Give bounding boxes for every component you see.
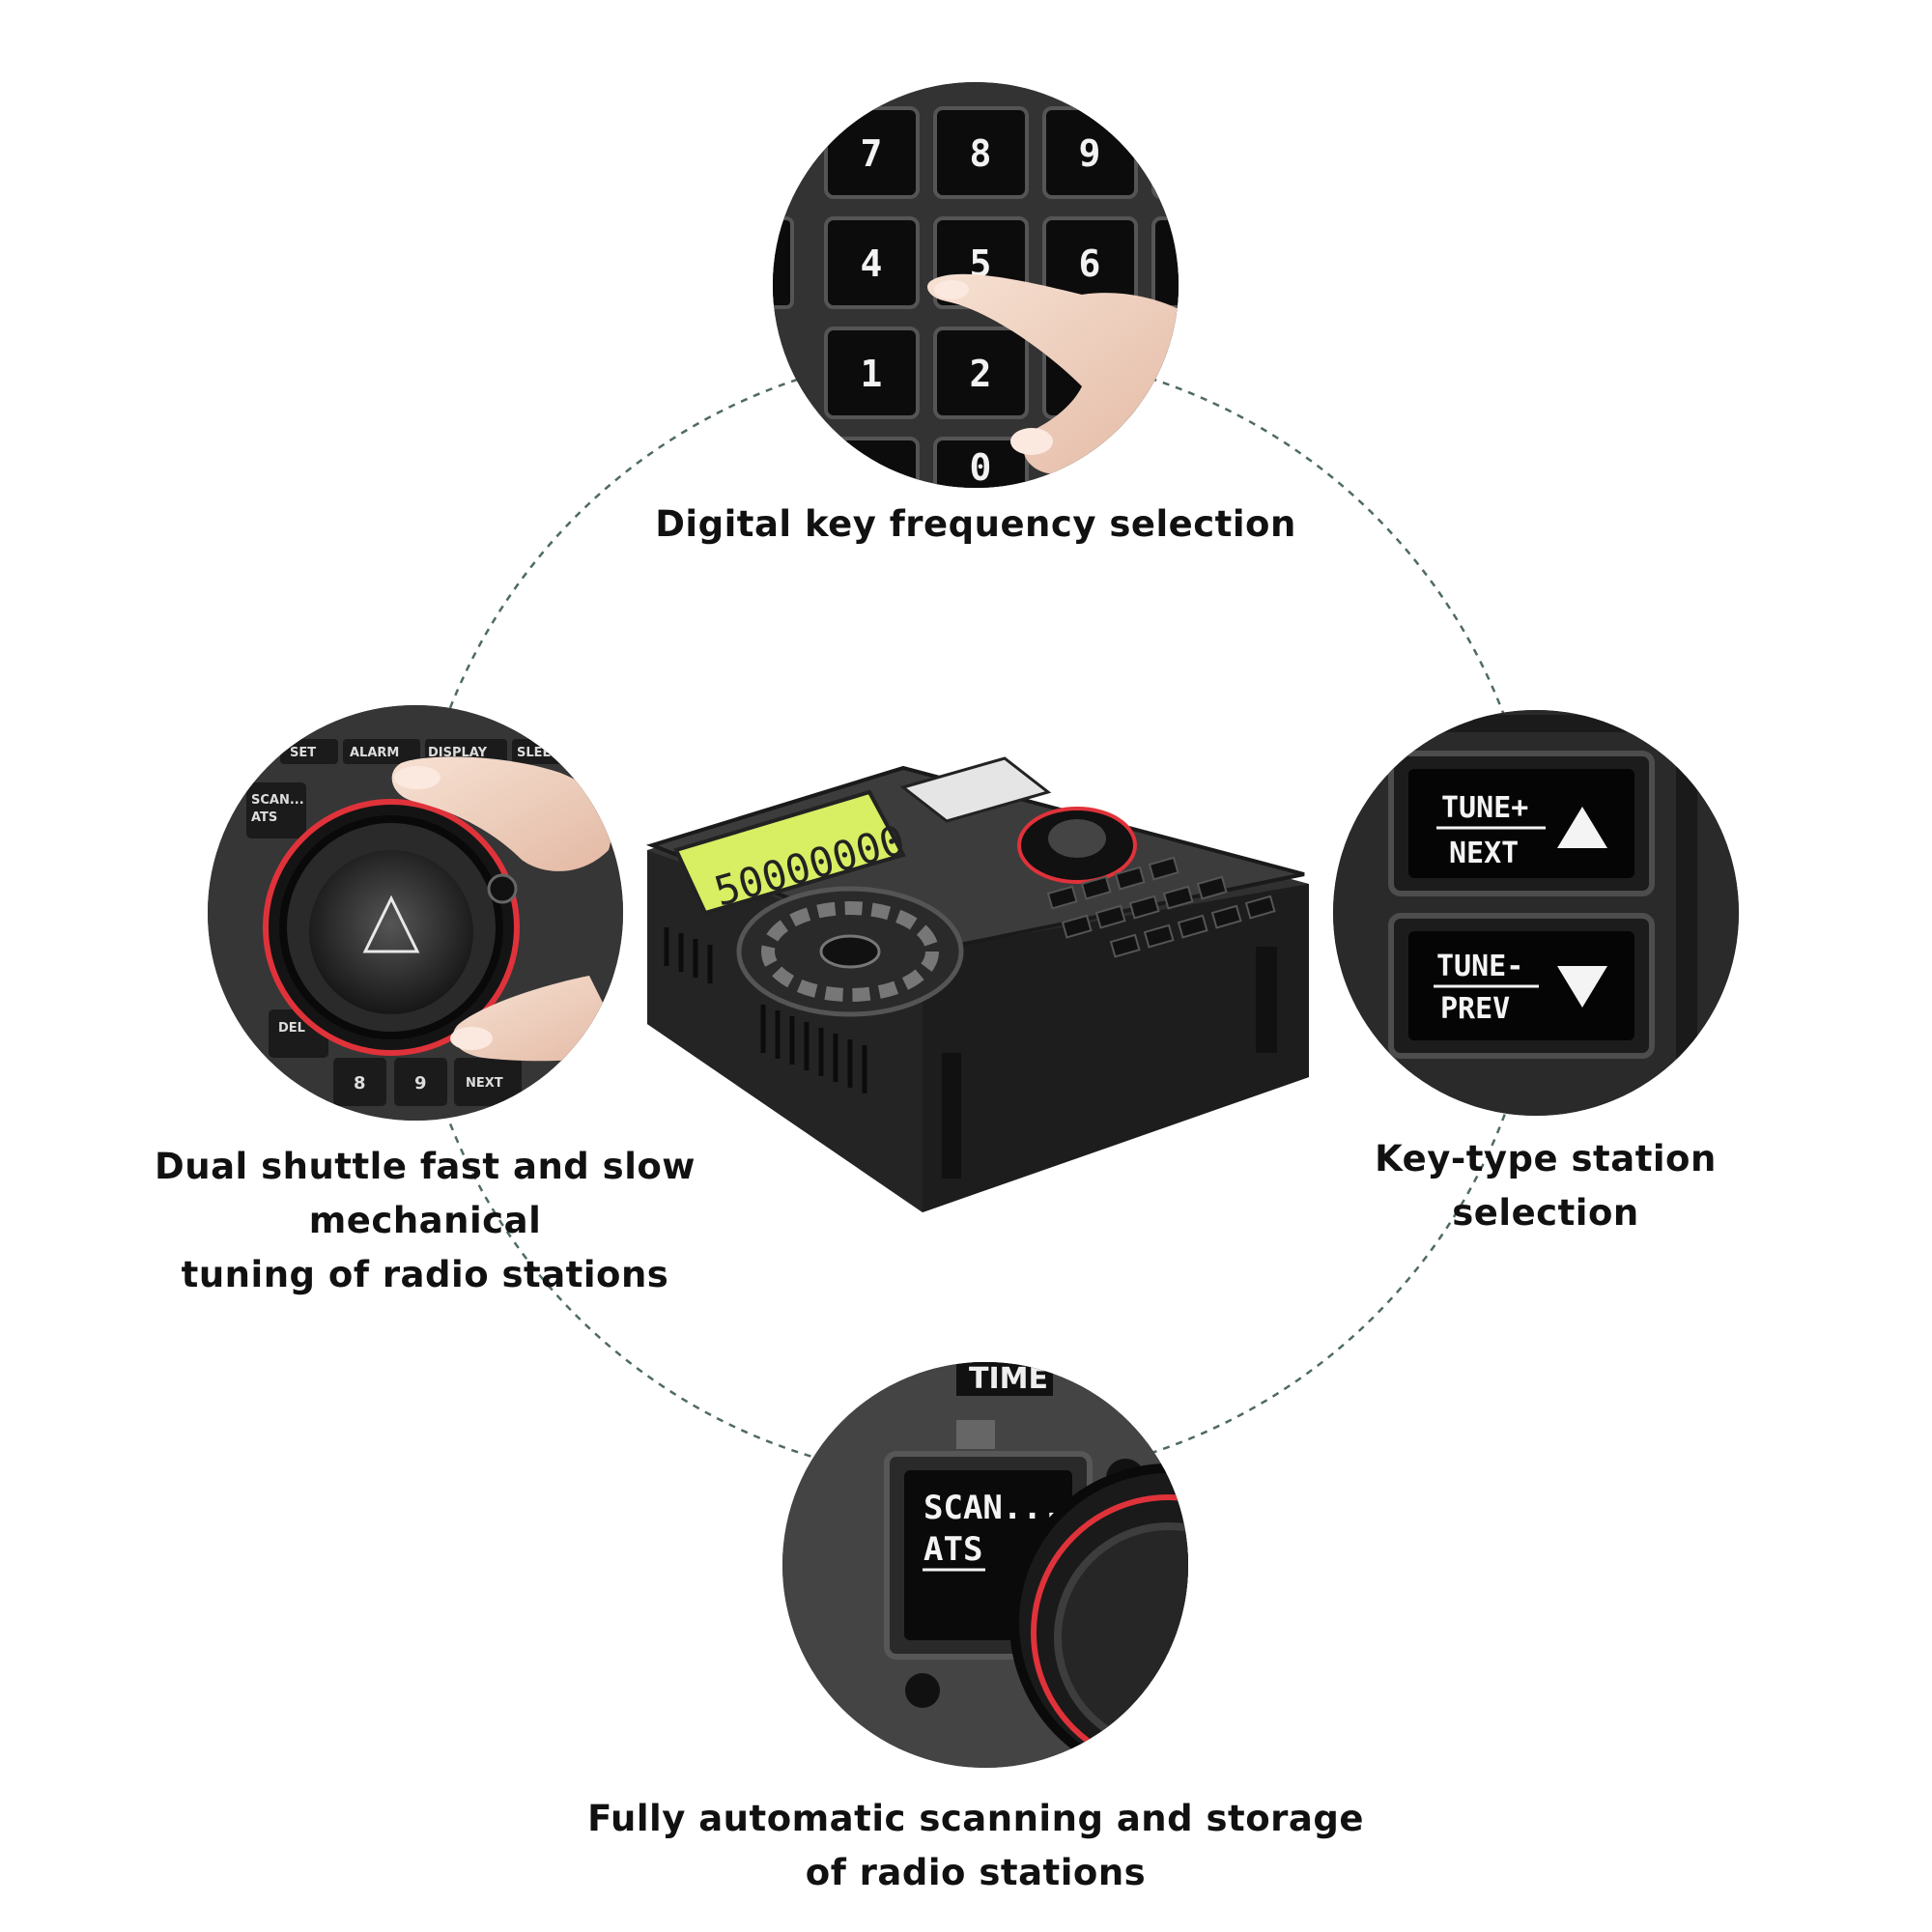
ats-label: ATS [923, 1530, 982, 1569]
caption-digital-key: Digital key frequency selection [580, 497, 1372, 552]
caption-auto-scan: Fully automatic scanning and storage of … [580, 1792, 1372, 1900]
key-8-label: 8 [970, 132, 992, 175]
preset-key-label: SET [290, 746, 316, 760]
key-7-label: 7 [861, 132, 883, 175]
radio-receiver-product: 50000000 [645, 756, 1309, 1212]
del-key-label: DEL [278, 1021, 305, 1036]
alarm-key-label: ALARM [350, 746, 399, 760]
tuning-knob [309, 850, 473, 1014]
signal-meter [899, 756, 1052, 823]
key-2-label: 2 [970, 353, 992, 395]
pressing-finger [927, 273, 1179, 474]
upper-finger [391, 756, 611, 871]
sleep-key-label: SLEEP [517, 746, 560, 760]
device-keypad [1046, 856, 1276, 958]
caption-digital-key-line: Digital key frequency selection [655, 503, 1296, 545]
caption-auto-scan-line-1: Fully automatic scanning and storage [587, 1798, 1364, 1839]
key-0-label: 0 [970, 446, 992, 489]
scan-button-closeup-photo: TIME SCAN... ATS [782, 1362, 1188, 1768]
lcd-screen [673, 789, 906, 916]
caption-key-type-line: Key-type station selection [1375, 1138, 1717, 1234]
key-9-label: 9 [1079, 132, 1101, 175]
key-1-label: 1 [861, 353, 883, 395]
key-4-label: 4 [861, 242, 883, 285]
tune-buttons-closeup-photo: TUNE+ NEXT TUNE- PREV [1333, 710, 1739, 1116]
arrow-down-icon [1557, 966, 1607, 1008]
caption-dual-shuttle: Dual shuttle fast and slow mechanical tu… [39, 1140, 811, 1302]
next-label: NEXT [1449, 837, 1519, 870]
caption-dual-shuttle-line-2: tuning of radio stations [181, 1254, 669, 1295]
display-key-label: DISPLAY [428, 746, 488, 760]
next-key-label: NEXT [466, 1076, 503, 1091]
red-knob-ring [1031, 1494, 1188, 1768]
key-8-small-label: 8 [354, 1073, 366, 1094]
scan-key-label: SCAN... [251, 793, 304, 808]
scan-label: SCAN... [923, 1489, 1062, 1527]
keypad-closeup-photo: 7 8 9 4 5 6 1 2 0 [773, 82, 1179, 489]
key-5-label: 5 [970, 242, 992, 285]
caption-auto-scan-line-2: of radio stations [805, 1852, 1147, 1893]
prev-label: PREV [1440, 992, 1510, 1026]
triangle-icon [362, 895, 420, 953]
key-6-label: 6 [1079, 242, 1101, 285]
time-partial-label: TIME [969, 1362, 1048, 1396]
arrow-up-icon [1557, 807, 1607, 848]
caption-dual-shuttle-line-1: Dual shuttle fast and slow mechanical [155, 1146, 696, 1241]
tune-plus-label: TUNE+ [1441, 791, 1528, 825]
tuning-knob-closeup-photo: SET ALARM DISPLAY SLEEP SCAN... ATS DEL … [208, 705, 623, 1121]
tune-minus-label: TUNE- [1436, 950, 1523, 983]
caption-key-type: Key-type station selection [1285, 1132, 1806, 1240]
key-9-small-label: 9 [414, 1073, 427, 1094]
ats-key-label: ATS [251, 810, 277, 825]
